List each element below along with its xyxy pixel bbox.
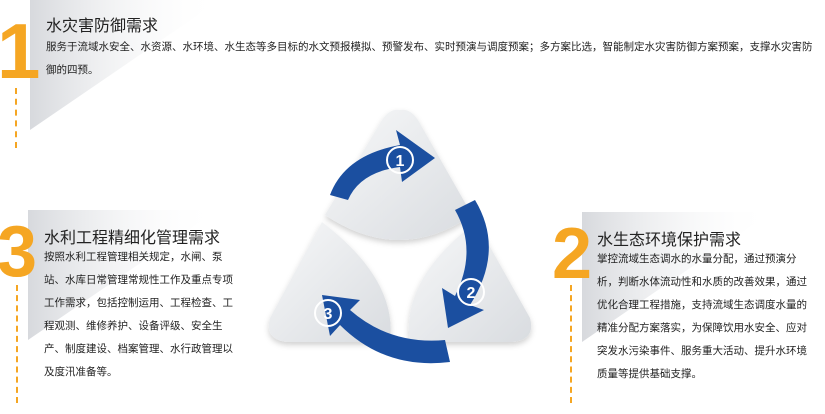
svg-text:3: 3 [324, 306, 333, 323]
section-body: 按照水利工程管理相关规定，水闸、泵站、水库日常管理常规性工作及重点专项工作需求，… [44, 251, 233, 378]
cycle-step-2: 2 [457, 278, 485, 306]
triangle-left [268, 222, 391, 342]
cycle-step-3: 3 [314, 299, 342, 327]
arrow-1 [330, 130, 435, 200]
section-body: 服务于流域水安全、水资源、水环境、水生态等多目标的水文预报模拟、预警发布、实时预… [46, 41, 813, 76]
section-title: 水生态环境保护需求 [597, 230, 742, 249]
triangle-top [325, 109, 472, 240]
section-title: 水灾害防御需求 [46, 16, 159, 35]
section-title: 水利工程精细化管理需求 [44, 228, 221, 247]
cycle-step-1: 1 [386, 146, 414, 174]
title-shade [30, 0, 220, 130]
section-number: 3 [0, 212, 38, 292]
section-number: 1 [0, 7, 41, 95]
section-number: 2 [552, 214, 593, 294]
arrow-3 [322, 295, 450, 364]
title-shade [28, 210, 218, 340]
cycle-arrows [322, 130, 489, 364]
arrow-2 [442, 200, 489, 328]
dashed-divider [15, 88, 17, 148]
section-body: 掌控流域生态调水的水量分配，通过预演分析，判断水体流动性和水质的改善效果，通过优… [597, 253, 807, 380]
title-shade [582, 212, 772, 342]
dashed-divider [570, 285, 572, 403]
cycle-diagram: 1 2 3 [268, 109, 532, 364]
svg-text:2: 2 [467, 285, 476, 302]
dashed-divider [16, 285, 18, 403]
svg-text:1: 1 [396, 153, 405, 170]
